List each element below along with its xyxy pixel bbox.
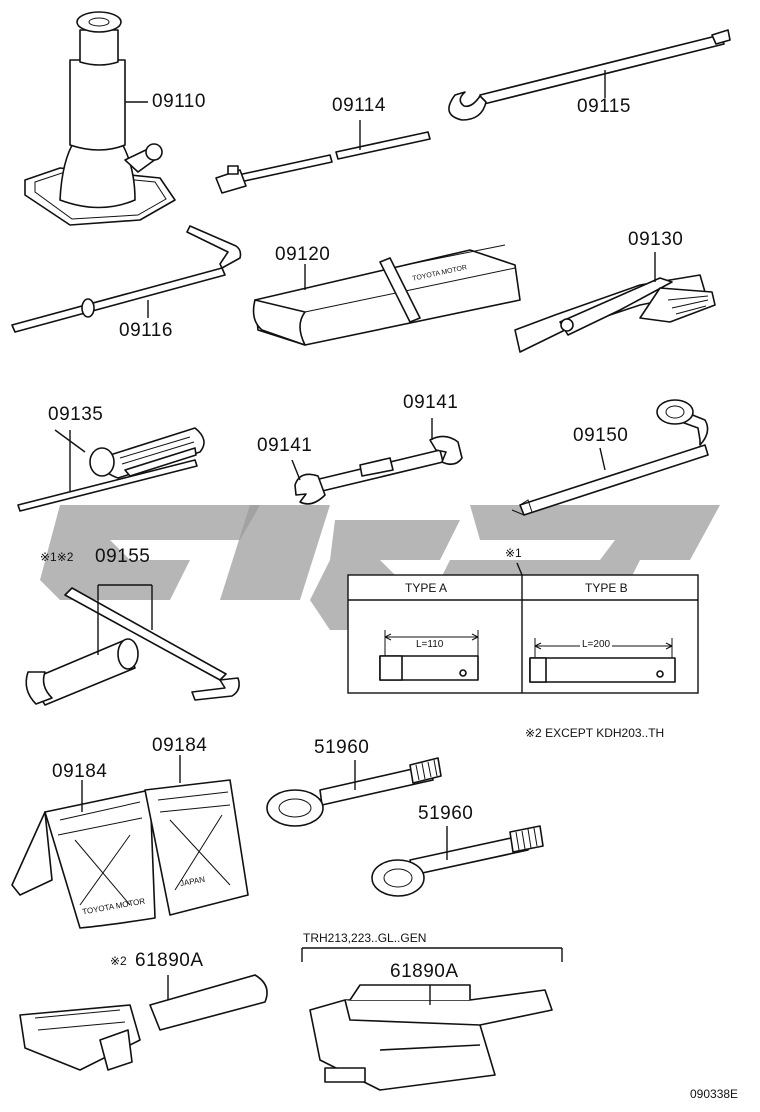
dimension-type-a: L=110 — [414, 639, 446, 650]
dimension-type-b: L=200 — [580, 639, 613, 650]
except-note: ※2 EXCEPT KDH203..TH — [525, 726, 665, 740]
table-header-type-b: TYPE B — [585, 581, 628, 595]
extension-bar-drawing — [215, 120, 431, 194]
part-label-09116: 09116 — [119, 320, 173, 341]
part-label-51960-top: 51960 — [314, 737, 370, 758]
wheel-nut-wrench-drawing — [511, 399, 709, 516]
towing-hook-drawing — [266, 757, 544, 897]
part-label-09130: 09130 — [628, 229, 684, 250]
part-label-09141-left: 09141 — [257, 435, 313, 456]
tool-bag-drawing — [252, 244, 521, 346]
part-label-09150: 09150 — [573, 425, 629, 446]
wheel-chock-drawing — [11, 755, 249, 929]
part-label-09114: 09114 — [332, 95, 386, 116]
part-label-61890a-left: 61890A — [135, 950, 204, 971]
jack-adapter-trh-drawing — [301, 947, 563, 1091]
jack-drawing — [24, 11, 176, 226]
hook-wrench-drawing — [448, 29, 731, 121]
part-label-09184-right: 09184 — [152, 735, 208, 756]
trh-note: TRH213,223..GL..GEN — [303, 931, 427, 945]
part-label-09135: 09135 — [48, 404, 104, 425]
table-note-mark: ※1 — [505, 546, 522, 560]
screwdriver-drawing — [17, 427, 205, 512]
type-table — [347, 562, 699, 694]
part-label-09120: 09120 — [275, 244, 331, 265]
part-label-09155: 09155 — [95, 546, 151, 567]
part-label-09184-left: 09184 — [52, 761, 108, 782]
jack-handle-drawing — [11, 225, 242, 333]
part-label-09141-top: 09141 — [403, 392, 459, 413]
part-note-09155: ※1※2 — [40, 550, 74, 564]
part-label-09110: 09110 — [152, 91, 206, 112]
box-wrench-drawing — [25, 584, 240, 706]
part-note-61890a: ※2 — [110, 954, 127, 968]
table-header-type-a: TYPE A — [405, 581, 448, 595]
jack-adapter-drawing — [19, 974, 268, 1071]
part-label-51960-bottom: 51960 — [418, 803, 474, 824]
wrench-drawing — [291, 418, 463, 505]
part-label-61890a-right: 61890A — [390, 961, 459, 982]
pliers-drawing — [514, 252, 716, 353]
diagram-code: 090338E — [690, 1087, 739, 1101]
part-label-09115: 09115 — [577, 96, 631, 117]
